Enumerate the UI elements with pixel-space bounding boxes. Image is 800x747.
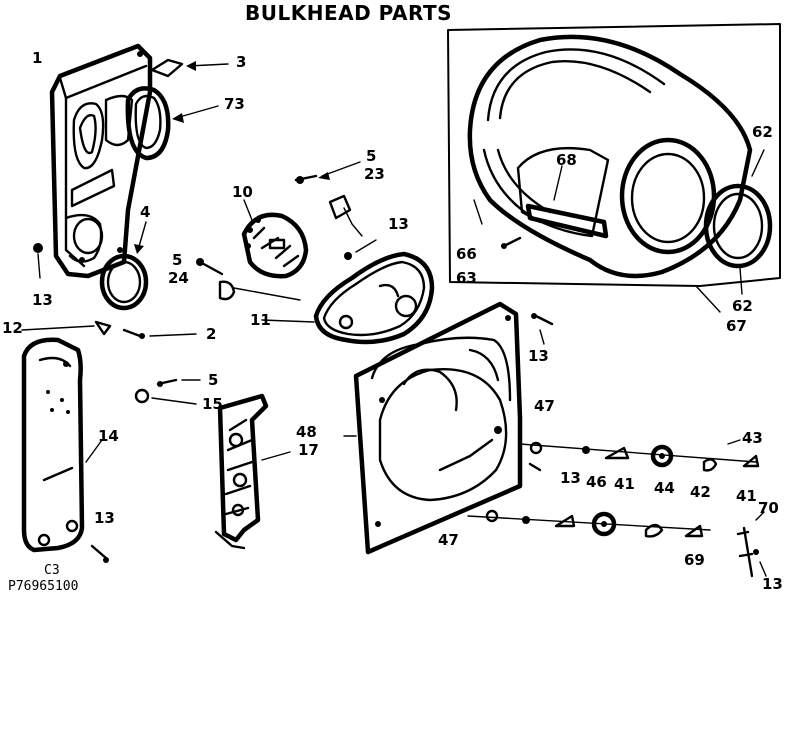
callout-41-left: 41	[614, 475, 635, 493]
callout-3: 3	[236, 53, 247, 71]
callout-14: 14	[98, 427, 119, 445]
callout-13-bulkhead-top: 13	[528, 347, 549, 365]
callout-63: 63	[456, 269, 477, 287]
part-bolt-24	[196, 258, 301, 301]
part-rear-bulkhead	[343, 301, 523, 555]
callout-67: 67	[726, 317, 747, 335]
part-motor-housing	[261, 251, 435, 345]
callout-1: 1	[32, 49, 43, 67]
callout-43: 43	[742, 429, 763, 447]
callout-17: 17	[298, 441, 319, 459]
part-screw-13b	[344, 239, 377, 260]
callout-2: 2	[206, 325, 217, 343]
part-hardware-12-2	[21, 320, 197, 339]
callout-68: 68	[556, 151, 577, 169]
part-ring	[99, 221, 149, 311]
callout-11: 11	[250, 311, 271, 329]
callout-69: 69	[684, 551, 705, 569]
part-screw-13c	[90, 544, 109, 563]
callout-13-panel: 13	[94, 509, 115, 527]
callout-12: 12	[2, 319, 23, 337]
part-drum-assembly-box	[447, 23, 781, 287]
callout-62-bottom: 62	[732, 297, 753, 315]
callout-10: 10	[232, 183, 253, 201]
callout-24: 24	[168, 269, 189, 287]
callout-15: 15	[202, 395, 223, 413]
callout-4: 4	[140, 203, 151, 221]
figure-number: P76965100	[8, 579, 79, 594]
callout-47-top: 47	[534, 397, 555, 415]
callout-13-bulkhead: 13	[32, 291, 53, 309]
callout-41-right: 41	[736, 487, 757, 505]
callout-73: 73	[224, 95, 245, 113]
part-bolt-bracket	[294, 161, 363, 237]
part-seal	[125, 86, 219, 161]
part-clip	[150, 58, 229, 78]
part-bracket-70	[736, 511, 767, 578]
part-switch-assembly	[214, 393, 291, 550]
callout-44: 44	[654, 479, 675, 497]
part-drum	[467, 34, 753, 279]
callout-66: 66	[456, 245, 477, 263]
callout-5-top: 5	[366, 147, 377, 165]
callout-70: 70	[758, 499, 779, 517]
diagram-title: BULKHEAD PARTS	[245, 1, 453, 25]
part-drum-seal	[703, 149, 773, 295]
part-bolt-15	[134, 378, 201, 405]
callout-42: 42	[690, 483, 711, 501]
callout-13-motor: 13	[388, 215, 409, 233]
part-drum-screw-63	[473, 199, 721, 313]
callout-23: 23	[364, 165, 385, 183]
callout-47-bottom: 47	[438, 531, 459, 549]
part-screw-13a	[33, 243, 43, 279]
callout-5-mid: 5	[172, 251, 183, 269]
part-screw-13d	[531, 313, 554, 345]
figure-code: C3	[44, 563, 60, 578]
part-rear-panel	[21, 337, 103, 553]
callout-13-roller: 13	[560, 469, 581, 487]
callout-5-low: 5	[208, 371, 219, 389]
part-roller-hardware	[467, 439, 760, 538]
callout-48: 48	[296, 423, 317, 441]
callout-13-bracket: 13	[762, 575, 783, 593]
part-front-bulkhead	[49, 43, 153, 279]
callout-46: 46	[586, 473, 607, 491]
callout-62-top: 62	[752, 123, 773, 141]
part-gear	[241, 199, 309, 279]
